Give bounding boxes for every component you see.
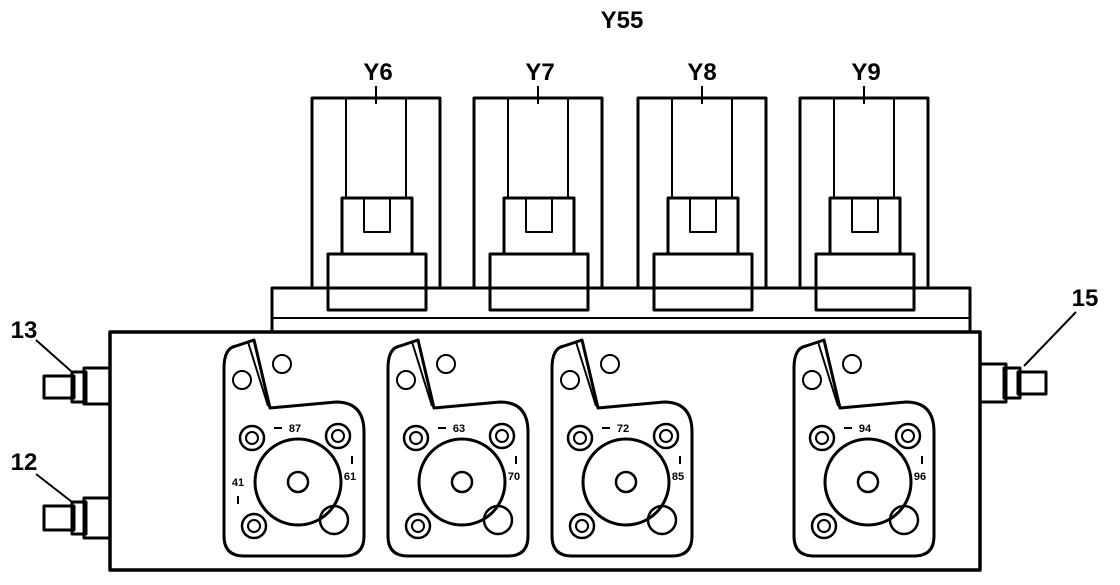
port-plate-1: 87 61 41 — [222, 338, 366, 558]
plate-2-top-port-number: 63 — [453, 423, 465, 435]
valve-label-y9: Y9 — [851, 59, 880, 86]
plate-1-left-port-number: 41 — [232, 477, 244, 489]
port-plate-2: 63 70 — [386, 338, 530, 558]
port-plate-4: 94 96 — [792, 338, 936, 558]
plate-3-top-port-number: 72 — [617, 423, 629, 435]
valve-block-body — [108, 330, 982, 572]
valve-label-y8: Y8 — [687, 59, 716, 86]
valve-label-y6: Y6 — [363, 59, 392, 86]
port-12 — [35, 473, 112, 540]
solenoid-valve-2 — [472, 86, 604, 312]
solenoid-valve-1 — [310, 86, 442, 312]
plate-2-right-port-number: 70 — [508, 471, 520, 483]
plate-1-right-port-number: 61 — [344, 471, 356, 483]
port-label-13: 13 — [11, 317, 38, 344]
solenoid-valve-3 — [636, 86, 768, 312]
port-13 — [35, 339, 112, 406]
valve-label-y7: Y7 — [525, 59, 554, 86]
port-plate-3: 72 85 — [550, 338, 694, 558]
plate-4-right-port-number: 96 — [914, 471, 926, 483]
plate-4-top-port-number: 94 — [859, 423, 872, 435]
port-plates: 87 61 41 63 70 72 85 94 96 — [222, 338, 936, 558]
port-label-15: 15 — [1072, 285, 1099, 312]
solenoid-valves — [310, 86, 930, 312]
solenoid-valve-4 — [798, 86, 930, 312]
plate-1-top-port-number: 87 — [289, 423, 301, 435]
port-15 — [978, 311, 1077, 404]
port-label-12: 12 — [11, 449, 38, 476]
assembly-label: Y55 — [601, 7, 644, 34]
plate-3-right-port-number: 85 — [672, 471, 684, 483]
